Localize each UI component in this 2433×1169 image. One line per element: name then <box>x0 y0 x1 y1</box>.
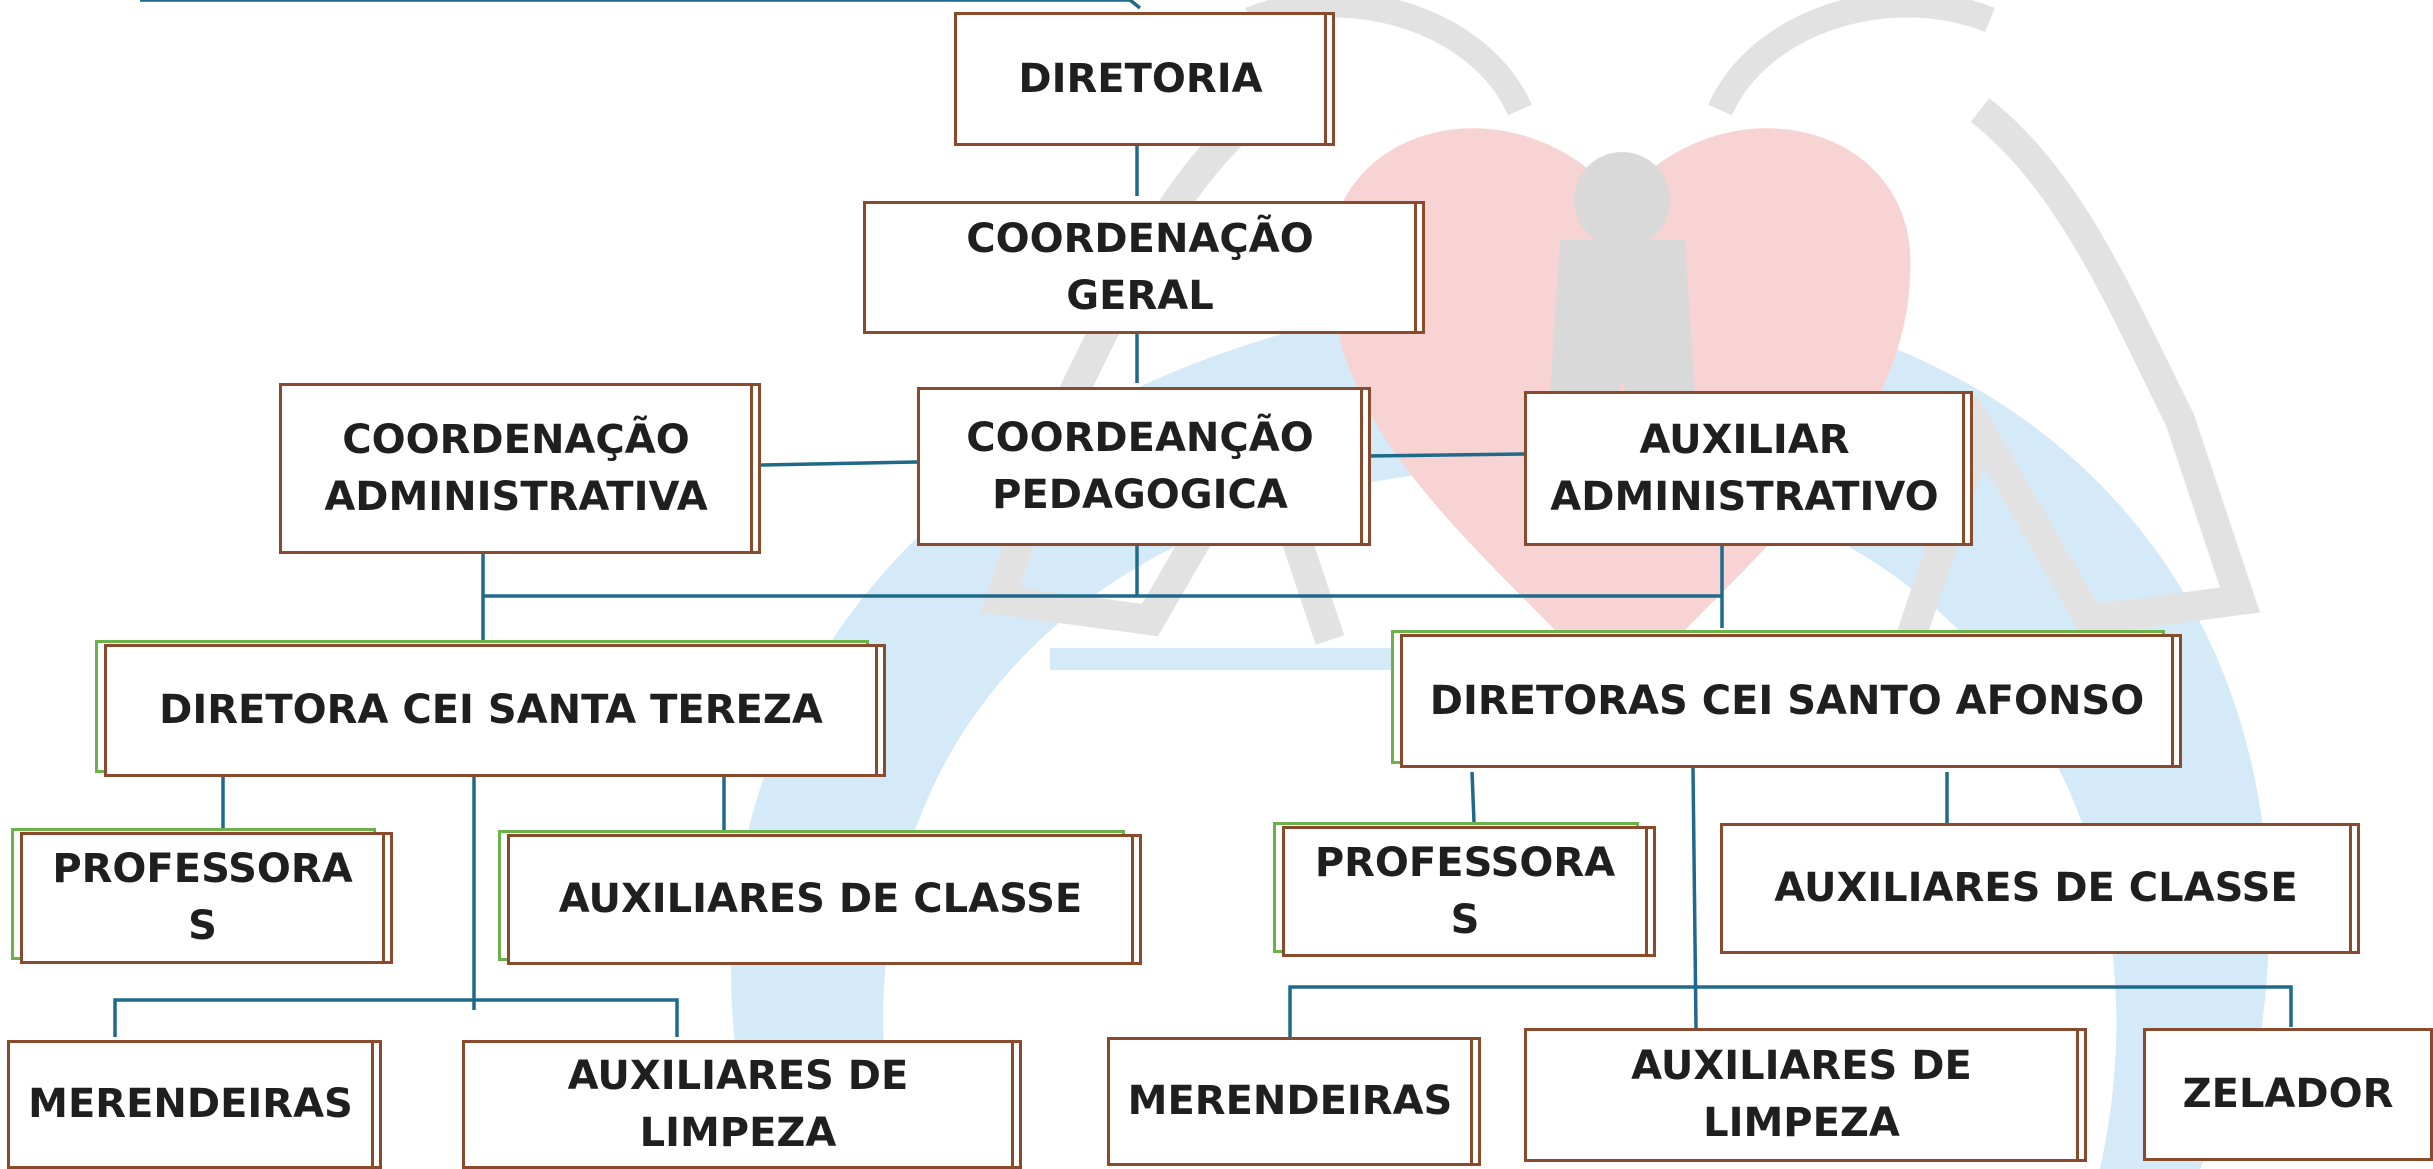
node-diretoras-cei-santo-afonso-label: DIRETORAS CEI SANTO AFONSO <box>1429 677 2145 724</box>
node-auxiliares-limpeza-tereza: AUXILIARES DE LIMPEZA <box>462 1040 1014 1169</box>
node-diretoras-cei-santo-afonso: DIRETORAS CEI SANTO AFONSO <box>1400 634 2174 768</box>
node-merendeiras-afonso: MERENDEIRAS <box>1107 1037 1473 1166</box>
node-professoras-afonso: PROFESSORA S <box>1282 826 1648 957</box>
node-auxiliares-classe-afonso-label: AUXILIARES DE CLASSE <box>1774 865 2298 911</box>
node-auxiliares-limpeza-afonso: AUXILIARES DE LIMPEZA <box>1524 1028 2079 1162</box>
node-auxiliares-limpeza-afonso-label: AUXILIARES DE LIMPEZA <box>1631 1043 1972 1146</box>
node-auxiliares-classe-afonso: AUXILIARES DE CLASSE <box>1720 823 2352 954</box>
node-professoras-afonso-label: PROFESSORA S <box>1314 839 1616 943</box>
node-professoras-tereza-label: PROFESSORA S <box>52 846 353 949</box>
node-zelador-label: ZELADOR <box>2182 1071 2394 1117</box>
node-coordenacao-geral-label: COORDENAÇÃO GERAL <box>966 215 1314 319</box>
node-coordenacao-pedagogica: COORDEANÇÃO PEDAGOGICA <box>917 387 1363 546</box>
node-merendeiras-afonso-label: MERENDEIRAS <box>1127 1078 1453 1124</box>
node-auxiliares-classe-tereza: AUXILIARES DE CLASSE <box>507 834 1134 965</box>
node-auxiliares-classe-tereza-label: AUXILIARES DE CLASSE <box>558 876 1083 922</box>
node-auxiliares-limpeza-tereza-label: AUXILIARES DE LIMPEZA <box>567 1052 909 1156</box>
node-coordenacao-pedagogica-label: COORDEANÇÃO PEDAGOGICA <box>966 414 1314 518</box>
node-coordenacao-administrativa: COORDENAÇÃO ADMINISTRATIVA <box>279 383 753 554</box>
node-diretora-cei-santa-tereza: DIRETORA CEI SANTA TEREZA <box>104 644 878 777</box>
node-diretoria-label: DIRETORIA <box>1018 55 1263 102</box>
node-diretoria: DIRETORIA <box>954 12 1327 146</box>
node-coordenacao-administrativa-label: COORDENAÇÃO ADMINISTRATIVA <box>324 416 708 520</box>
node-zelador: ZELADOR <box>2143 1028 2433 1161</box>
node-coordenacao-geral: COORDENAÇÃO GERAL <box>863 201 1417 334</box>
node-auxiliar-administrativo-label: AUXILIAR ADMINISTRATIVO <box>1550 416 1939 520</box>
node-merendeiras-tereza-label: MERENDEIRAS <box>28 1081 353 1127</box>
node-professoras-tereza: PROFESSORA S <box>20 832 385 964</box>
node-merendeiras-tereza: MERENDEIRAS <box>7 1040 374 1169</box>
node-diretora-cei-santa-tereza-label: DIRETORA CEI SANTA TEREZA <box>159 687 823 733</box>
node-auxiliar-administrativo: AUXILIAR ADMINISTRATIVO <box>1524 391 1965 546</box>
